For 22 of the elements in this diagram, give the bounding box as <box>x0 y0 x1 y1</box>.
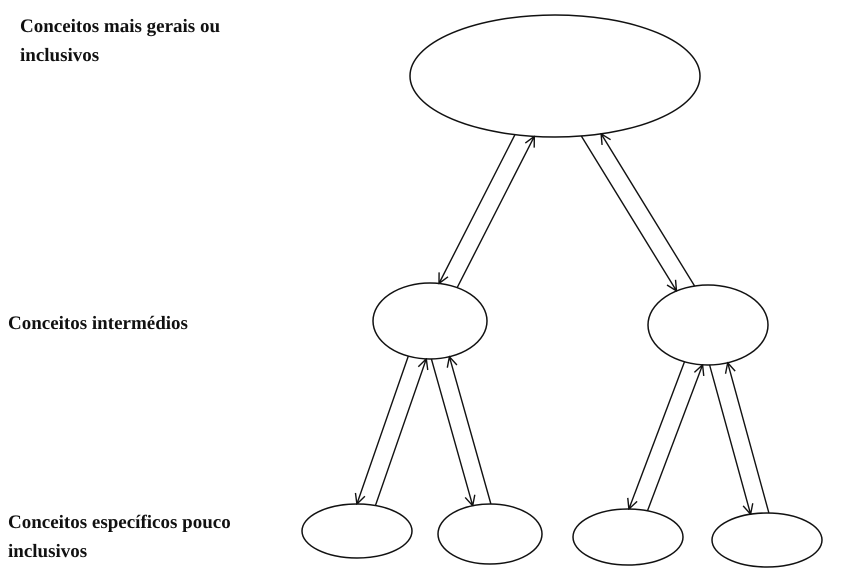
arrow <box>627 362 686 510</box>
concept-ellipse <box>437 503 543 565</box>
arrow <box>580 136 678 292</box>
arrow <box>446 356 492 504</box>
level-label: Conceitos intermédios <box>8 312 189 336</box>
level-label: Conceitos mais gerais ou inclusivos <box>20 15 222 68</box>
arrow <box>354 356 409 505</box>
arrow <box>430 358 476 506</box>
concept-ellipse <box>372 282 488 360</box>
concept-ellipse <box>409 14 701 138</box>
arrow <box>600 133 696 286</box>
arrow <box>646 364 704 512</box>
arrow <box>374 358 428 506</box>
concept-ellipse <box>647 284 769 366</box>
level-label: Conceitos específicos pouco inclusivos <box>8 511 232 564</box>
concept-ellipse <box>572 508 684 566</box>
arrow <box>456 136 535 288</box>
arrow <box>438 134 516 284</box>
concept-ellipse <box>711 512 823 568</box>
arrow <box>724 362 770 514</box>
arrow <box>708 364 754 515</box>
concept-ellipse <box>301 503 413 559</box>
